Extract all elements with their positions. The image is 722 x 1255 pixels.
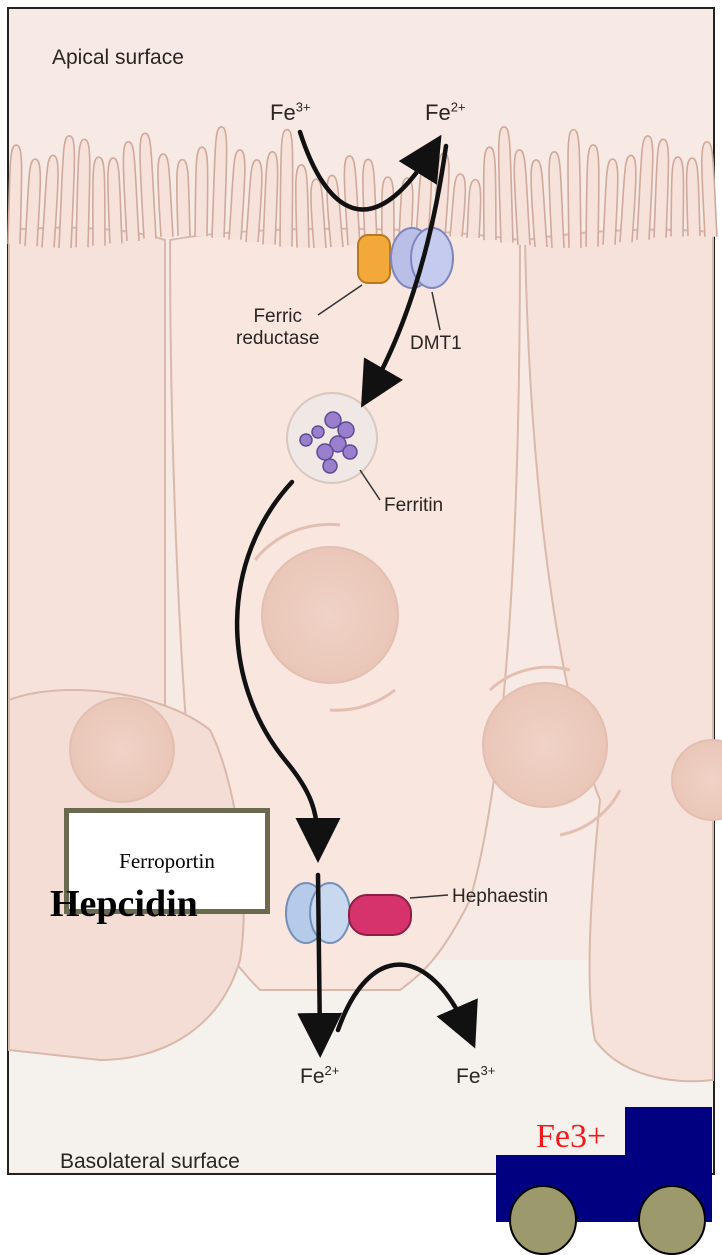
ferric-reductase-line2: reductase xyxy=(236,328,319,350)
ferritin-label: Ferritin xyxy=(384,495,443,517)
microvillus xyxy=(687,158,700,236)
microvillus xyxy=(93,157,105,246)
ferroportin-label: Ferroportin xyxy=(119,849,215,874)
microvillus xyxy=(568,130,581,248)
fe2-top-charge: 2+ xyxy=(451,100,466,115)
ferric-reductase-line1: Ferric xyxy=(236,306,319,328)
basolateral-surface-label: Basolateral surface xyxy=(60,1150,240,1174)
truck-wheel-left xyxy=(510,1186,576,1254)
fe3-top-symbol: Fe xyxy=(270,100,296,125)
fe3-top-label: Fe3+ xyxy=(270,100,311,126)
microvillus xyxy=(177,160,190,236)
fe3-bottom-charge: 3+ xyxy=(481,1063,496,1078)
export-arrow xyxy=(318,875,320,1040)
microvillus xyxy=(671,157,684,236)
apical-surface-label: Apical surface xyxy=(52,46,184,70)
dmt1-label: DMT1 xyxy=(410,333,462,355)
fe2-bottom-label: Fe2+ xyxy=(300,1065,339,1089)
hephaestin-protein xyxy=(349,895,411,935)
truck-fe3-label: Fe3+ xyxy=(536,1118,606,1156)
microvillus xyxy=(76,139,90,247)
microvillus xyxy=(195,147,208,236)
fe3-bottom-symbol: Fe xyxy=(456,1065,481,1088)
truck-wheel-right xyxy=(639,1186,705,1254)
fe3-top-charge: 3+ xyxy=(296,100,311,115)
microvillus xyxy=(382,177,394,240)
fe3-bottom-label: Fe3+ xyxy=(456,1065,495,1089)
microvillus xyxy=(484,147,496,240)
microvillus xyxy=(586,145,599,247)
hepcidin-label: Hepcidin xyxy=(50,882,198,926)
fe2-top-label: Fe2+ xyxy=(425,100,466,126)
fe2-top-symbol: Fe xyxy=(425,100,451,125)
ferritin-complex xyxy=(287,393,377,483)
microvillus xyxy=(280,130,293,247)
ferric-reductase xyxy=(358,235,390,283)
microvillus xyxy=(296,165,309,248)
hephaestin-label: Hephaestin xyxy=(452,886,548,908)
microvillus xyxy=(8,145,22,244)
fe2-bottom-charge: 2+ xyxy=(325,1063,340,1078)
fe2-bottom-symbol: Fe xyxy=(300,1065,325,1088)
